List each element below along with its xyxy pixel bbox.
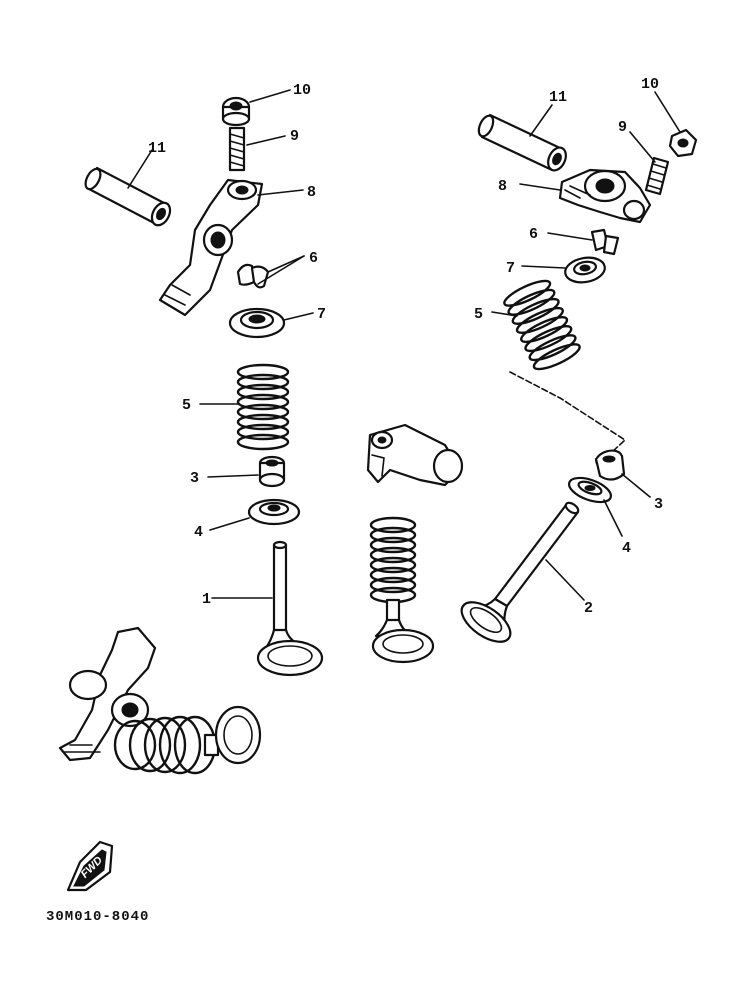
callout-right-9: 9 (618, 119, 627, 136)
left-valve-cotters-6 (236, 263, 270, 289)
left-stem-seal-3 (258, 455, 286, 488)
right-spring-seat-4 (567, 476, 613, 504)
front-direction-marker: FWD (66, 840, 114, 892)
left-spring-retainer-7 (228, 307, 286, 339)
right-locknut-10 (668, 128, 698, 158)
callout-left-9: 9 (290, 128, 299, 145)
right-rocker-shaft-11 (477, 113, 567, 172)
center-assembled-rocker (366, 423, 464, 487)
intake-valve-1 (256, 540, 324, 677)
callout-right-5: 5 (474, 306, 483, 323)
callout-left-4: 4 (194, 524, 203, 541)
left-spring-seat-4 (247, 498, 301, 526)
callout-left-1: 1 (202, 591, 211, 608)
callout-left-11: 11 (148, 140, 166, 157)
callout-right-11: 11 (549, 89, 567, 106)
diagram-code: 30M010-8040 (46, 909, 149, 925)
callout-left-7: 7 (317, 306, 326, 323)
left-locknut-10 (221, 96, 251, 127)
right-valve-spring-5 (503, 279, 581, 371)
right-rocker-arm-8 (558, 168, 652, 224)
exhaust-valve-2 (460, 501, 580, 643)
callout-right-10: 10 (641, 76, 659, 93)
left-rocker-arm-8 (158, 178, 264, 317)
center-assembled-valve (369, 516, 435, 664)
right-spring-retainer-7 (564, 256, 606, 284)
callout-left-10: 10 (293, 82, 311, 99)
assembly-guide-line (509, 371, 627, 453)
callout-right-7: 7 (506, 260, 515, 277)
callout-left-8: 8 (307, 184, 316, 201)
callout-left-6: 6 (309, 250, 318, 267)
callout-right-8: 8 (498, 178, 507, 195)
callout-right-3: 3 (654, 496, 663, 513)
right-adjusting-screw-9 (644, 156, 670, 196)
callout-left-5: 5 (182, 397, 191, 414)
left-adjusting-screw-9 (228, 126, 246, 172)
callout-left-3: 3 (190, 470, 199, 487)
callout-right-4: 4 (622, 540, 631, 557)
callout-right-2: 2 (584, 600, 593, 617)
callout-right-6: 6 (529, 226, 538, 243)
right-stem-seal-3 (594, 449, 626, 481)
lower-left-assembled-view (58, 626, 262, 775)
left-valve-spring-5 (236, 363, 290, 451)
right-valve-cotters-6 (590, 228, 620, 256)
left-rocker-shaft-11 (84, 166, 172, 227)
